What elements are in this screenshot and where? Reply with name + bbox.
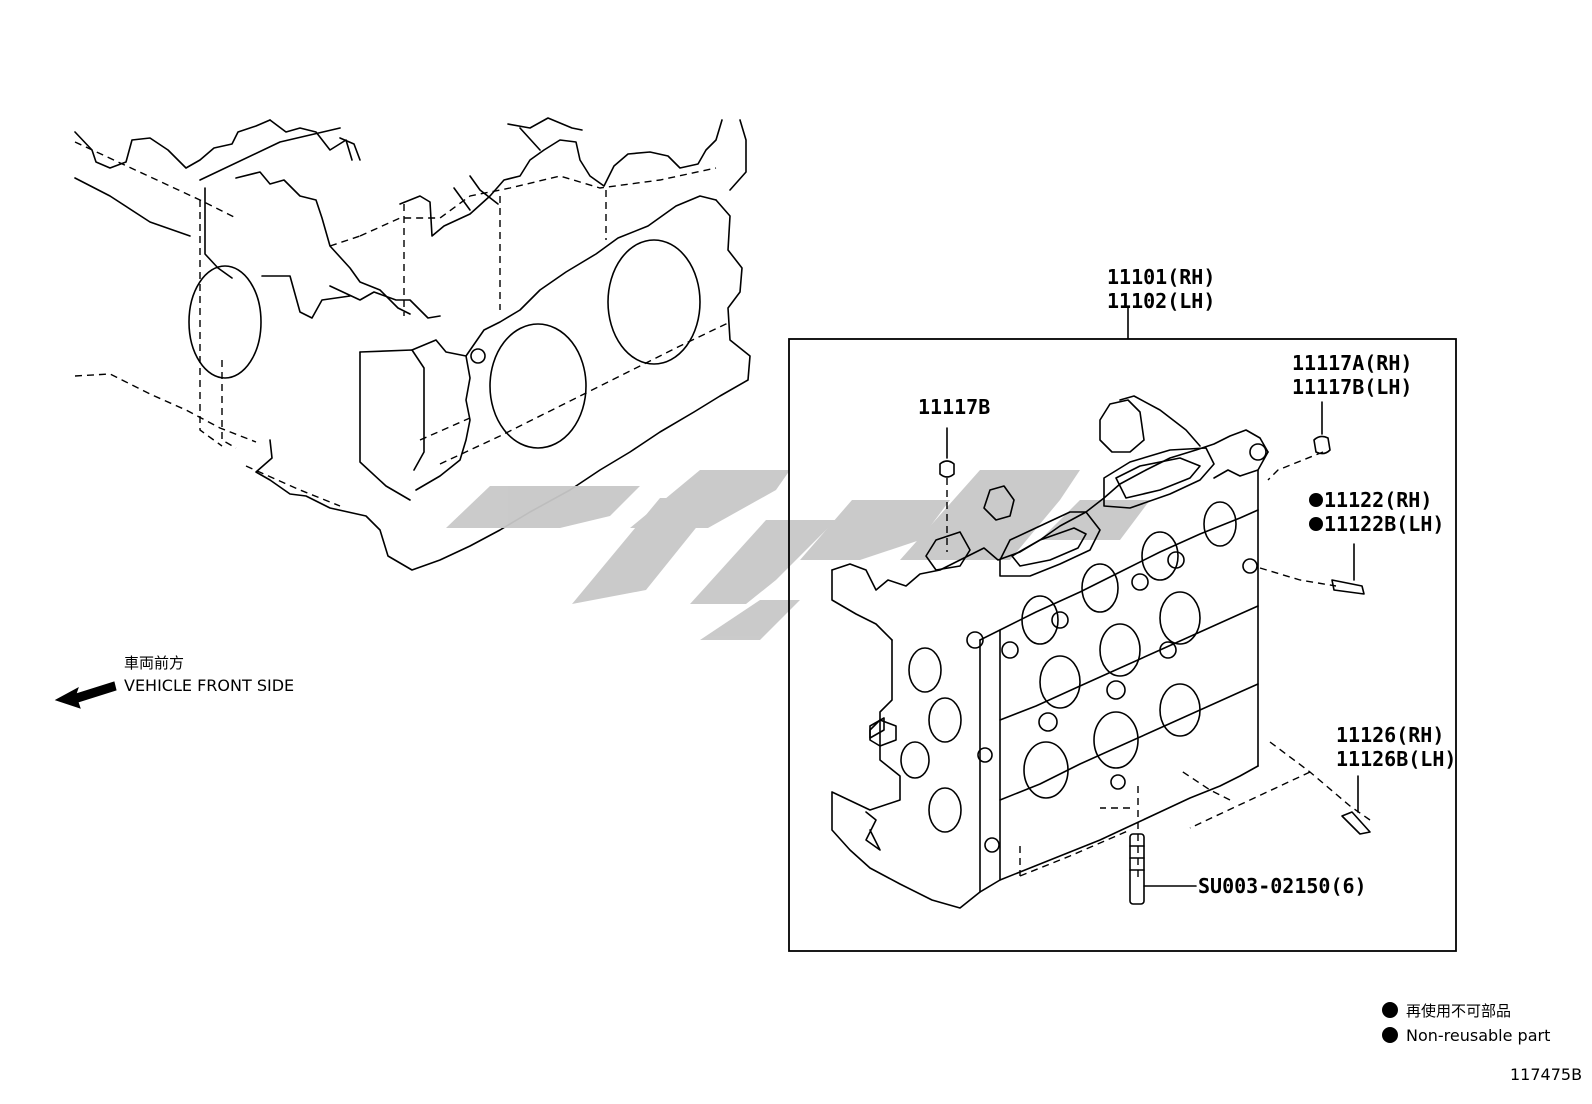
non-reusable-mark-rh: [1309, 493, 1323, 507]
head-frame: [788, 338, 1457, 952]
dashed-guides: [946, 451, 1371, 878]
label-plug-a-rh: 11117A(RH): [1292, 351, 1412, 375]
part-plug-11117a: [1313, 401, 1331, 455]
filled-circle-icon: [1382, 1002, 1398, 1018]
part-pin-11122: [1331, 543, 1365, 595]
direction-label-jp: 車両前方: [124, 654, 184, 672]
legend-label-jp: 再使用不可部品: [1406, 1002, 1511, 1020]
direction-label-en: VEHICLE FRONT SIDE: [124, 676, 294, 695]
part-dowel-11126: [1341, 775, 1371, 835]
arrow-left-icon: [54, 681, 117, 709]
engine-block-dashes: [74, 141, 731, 507]
label-stud: SU003-02150(6): [1198, 874, 1367, 898]
label-pin-rh: 11122(RH): [1324, 488, 1432, 512]
label-head-lh: 11102(LH): [1107, 289, 1215, 313]
non-reusable-mark-lh: [1309, 517, 1323, 531]
bolt-left: [869, 717, 885, 739]
part-stud-su003: [1129, 833, 1197, 905]
label-dowel-rh: 11126(RH): [1336, 723, 1444, 747]
diagram-id: 117475B: [1510, 1065, 1582, 1084]
cylinder-head-drawing: [831, 395, 1269, 909]
label-plug-b-lh: 11117B(LH): [1292, 375, 1412, 399]
filled-circle-icon: [1382, 1027, 1398, 1043]
label-pin-lh: 11122B(LH): [1324, 512, 1444, 536]
label-head-rh: 11101(RH): [1107, 265, 1215, 289]
watermark-logo: [446, 470, 1150, 640]
label-dowel-lh: 11126B(LH): [1336, 747, 1456, 771]
part-plug-11117b: [939, 427, 955, 478]
label-plug-b: 11117B: [918, 395, 990, 419]
engine-block-drawing: [74, 117, 751, 571]
legend-label-en: Non-reusable part: [1406, 1026, 1550, 1045]
